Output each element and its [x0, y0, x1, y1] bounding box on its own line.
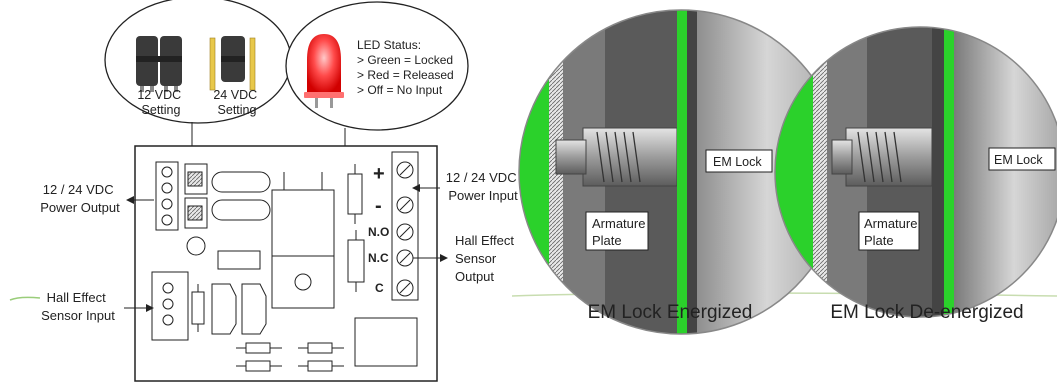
armature-energized-label: Armature Plate: [592, 216, 649, 248]
power-output-terminal: [155, 161, 179, 231]
jumper-callout: 12 VDC Setting 24 VDC Setting: [104, 0, 292, 124]
led-status-text: LED Status: > Green = Locked > Red = Rel…: [357, 38, 457, 97]
diode-component: [347, 164, 363, 224]
minus-label: -: [375, 195, 382, 217]
chip-component: [354, 317, 418, 367]
hall-output-label: Hall Effect Sensor Output: [455, 233, 518, 284]
power-output-arrowhead: [126, 196, 134, 204]
em-lock-deenergized-label-box: [988, 147, 1056, 171]
jumper-header: [184, 163, 208, 229]
setting-12vdc-label: 12 VDC Setting: [137, 88, 184, 117]
resistor-components: [236, 342, 344, 372]
no-label: N.O: [368, 225, 389, 239]
red-led-icon: [304, 34, 344, 108]
em-lock-deenergized-label: EM Lock: [994, 153, 1043, 167]
c-label: C: [375, 281, 384, 295]
power-output-label: 12 / 24 VDC Power Output: [40, 182, 120, 215]
hall-input-arrowhead: [146, 304, 154, 312]
lens-2-border: [774, 26, 1057, 318]
hall-input-label: Hall Effect Sensor Input: [41, 290, 115, 323]
armature-deenergized-label-box: [858, 211, 920, 251]
hall-input-terminal: [151, 271, 205, 341]
jumper-24vdc-icon: [209, 36, 256, 91]
power-input-arrowhead: [412, 184, 420, 192]
em-lock-energized-label: EM Lock: [713, 155, 762, 169]
crystal-components: [211, 171, 271, 221]
power-input-terminal: [391, 151, 419, 301]
board-led: [217, 250, 261, 270]
relay-2-component: [347, 230, 365, 292]
capacitor-component: [186, 236, 206, 256]
power-input-label: 12 / 24 VDC Power Input: [446, 170, 520, 203]
plus-label: +: [373, 163, 385, 185]
em-lock-energized-label-box: [705, 149, 773, 173]
setting-24vdc-label: 24 VDC Setting: [213, 88, 260, 117]
caption-energized: EM Lock Energized: [588, 302, 753, 323]
jumper-callout-bubble: [104, 0, 292, 124]
relay-component: [271, 172, 335, 309]
led-callout: LED Status: > Green = Locked > Red = Rel…: [285, 1, 469, 131]
nc-label: N.C: [368, 251, 389, 265]
armature-energized-label-box: [585, 211, 649, 251]
armature-deenergized-label: Armature Plate: [864, 216, 921, 248]
jumper-12vdc-icon: [136, 36, 182, 92]
hall-output-arrowhead: [440, 254, 448, 262]
caption-deenergized: EM Lock De-energized: [830, 302, 1023, 323]
regulator-components: [211, 283, 267, 335]
decor-line-left: [9, 296, 41, 301]
